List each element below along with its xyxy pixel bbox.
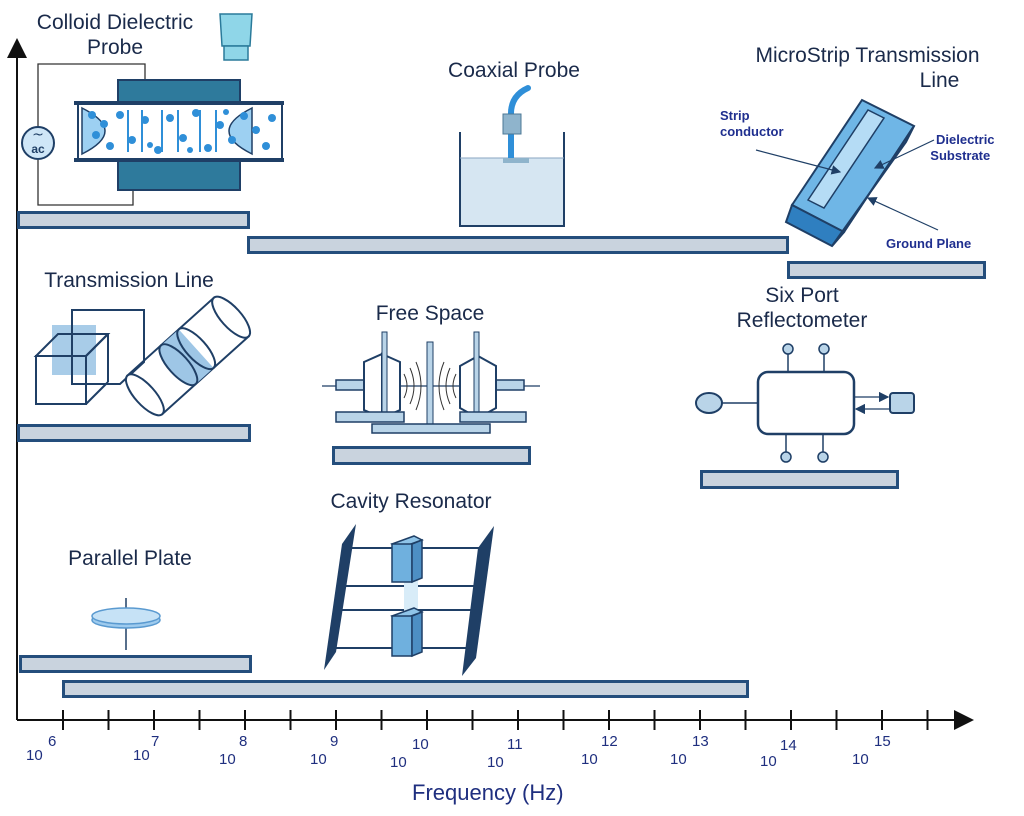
tick-base: 10 <box>760 753 777 770</box>
tick-exp: 11 <box>507 736 523 753</box>
colloid-probe-label-line1: Colloid Dielectric <box>36 11 194 34</box>
tick-exp: 13 <box>692 733 709 750</box>
cavity-resonator-illustration <box>324 524 494 676</box>
free-space-range-bar <box>332 446 531 465</box>
colloid-probe-range-bar <box>17 211 250 229</box>
tick-base: 10 <box>310 751 327 768</box>
microstrip-range-bar <box>787 261 986 279</box>
tick-exp: 9 <box>330 733 339 750</box>
dielectric-substrate-label: Dielectric Substrate <box>926 132 995 164</box>
tick-base: 10 <box>670 751 687 768</box>
tick-exp: 14 <box>780 737 797 754</box>
transmission-line-illustration <box>33 295 252 417</box>
coaxial-probe-label: Coaxial Probe <box>448 59 580 82</box>
dielectric-substrate-line1: Dielectric <box>936 132 995 147</box>
tick-base: 10 <box>133 747 150 764</box>
cavity-resonator-range-bar <box>62 680 749 698</box>
microstrip-label-line2: Line <box>919 69 960 92</box>
tick-exp: 7 <box>151 733 160 750</box>
six-port-label-line1: Six Port <box>765 284 839 307</box>
six-port-label: Six Port Reflectometer <box>712 283 892 333</box>
transmission-line-range-bar <box>17 424 251 442</box>
x-axis-title: Frequency (Hz) <box>412 780 564 805</box>
tick-base: 10 <box>390 754 407 771</box>
ac-tilde-icon: ~ <box>32 127 44 143</box>
tick-exp: 12 <box>601 733 618 750</box>
ac-source-label: ac <box>31 142 45 156</box>
tick-exp: 8 <box>239 733 248 750</box>
coaxial-probe-range-bar <box>247 236 789 254</box>
strip-conductor-line2: conductor <box>720 124 784 139</box>
free-space-illustration <box>322 331 540 434</box>
six-port-label-line2: Reflectometer <box>736 309 868 332</box>
six-port-illustration <box>695 343 915 463</box>
tick-base: 10 <box>487 754 504 771</box>
coaxial-probe-illustration <box>459 85 565 227</box>
six-port-range-bar <box>700 470 899 489</box>
x-axis-tick-marks <box>62 710 929 730</box>
tick-base: 10 <box>581 751 598 768</box>
tick-base: 10 <box>852 751 869 768</box>
ground-plane-label: Ground Plane <box>886 236 972 251</box>
tick-exp: 15 <box>874 733 891 750</box>
parallel-plate-range-bar <box>19 655 252 673</box>
colloid-probe-label: Colloid Dielectric Probe <box>20 10 210 60</box>
colloid-probe-label-line2: Probe <box>86 36 144 59</box>
cavity-resonator-label: Cavity Resonator <box>330 490 492 513</box>
tick-base: 10 <box>26 747 43 764</box>
tick-base: 10 <box>219 751 236 768</box>
transmission-line-label: Transmission Line <box>44 269 214 292</box>
microstrip-label-line1: MicroStrip Transmission <box>755 44 980 67</box>
strip-conductor-label: Strip conductor <box>720 108 784 140</box>
free-space-label: Free Space <box>375 302 485 325</box>
colloid-probe-illustration <box>21 13 284 206</box>
microstrip-label: MicroStrip Transmission Line <box>725 43 1010 93</box>
microstrip-illustration <box>755 98 939 248</box>
strip-conductor-line1: Strip <box>720 108 750 123</box>
tick-exp: 6 <box>48 733 57 750</box>
dielectric-substrate-line2: Substrate <box>930 148 991 163</box>
parallel-plate-illustration <box>91 598 161 650</box>
tick-exp: 10 <box>412 736 429 753</box>
parallel-plate-label: Parallel Plate <box>68 547 192 570</box>
